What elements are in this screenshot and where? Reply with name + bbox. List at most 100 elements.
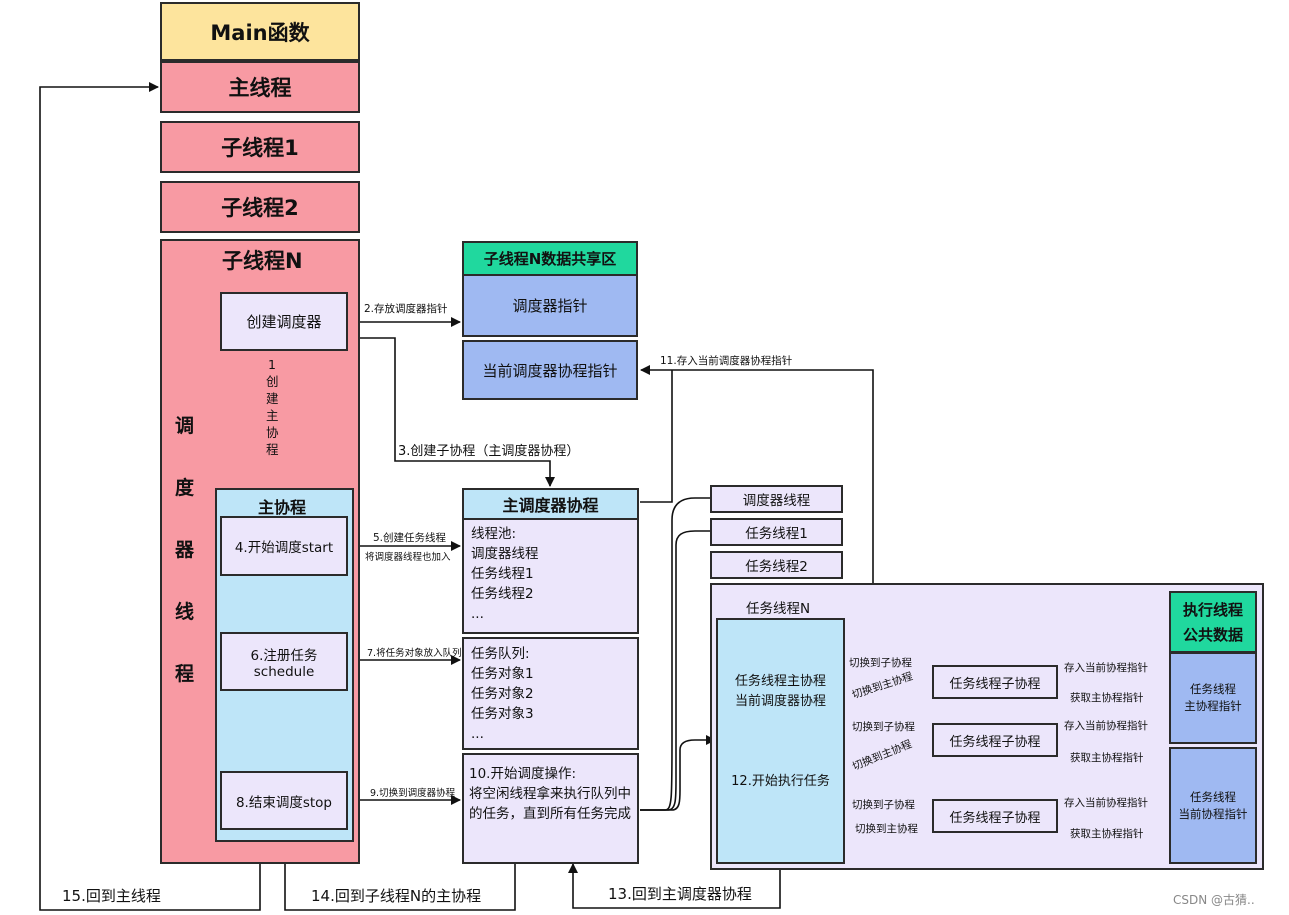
scheduler-thread-vertical-label: 调 度 器 线 程 <box>175 395 194 705</box>
start-label: 4.开始调度start <box>234 540 334 556</box>
schedule-label: 6.注册任务schedule <box>250 647 318 680</box>
vertical-char: 器 <box>175 539 195 561</box>
shared-area-title: 子线程N数据共享区 <box>483 250 617 268</box>
task-thread-n-label: 任务线程N <box>746 601 811 617</box>
task-queue-title: 任务队列: <box>471 646 530 662</box>
schedule-operation-line: 将空闲线程拿来执行队列中 <box>469 786 631 802</box>
scheduler-to-pointer-line <box>640 370 673 503</box>
pool-link-task1 <box>640 530 710 811</box>
task-thread-2-label: 任务线程2 <box>745 559 808 575</box>
stop-box: 8.结束调度stop <box>220 771 348 830</box>
list-item: ... <box>471 726 484 742</box>
schedule-operation-line: 的任务，直到所有任务完成 <box>469 806 631 822</box>
vertical-char: 程 <box>175 663 195 685</box>
get-pointer-label: 获取主协程指针 <box>1070 828 1144 840</box>
thread-pool-box <box>462 518 639 634</box>
task-thread-1-label: 任务线程1 <box>745 526 808 542</box>
current-coroutine-pointer-line: 任务线程 <box>1190 789 1236 804</box>
task-queue-box <box>462 637 639 750</box>
arrow-13-label: 13.回到主调度器协程 <box>608 885 752 903</box>
main-coroutine-title: 主协程 <box>258 498 307 517</box>
main-function-label: Main函数 <box>210 20 310 45</box>
arrow-11-label: 11.存入当前调度器协程指针 <box>660 355 793 367</box>
arrow-15-label: 15.回到主线程 <box>62 887 161 905</box>
main-coroutine-pointer-line: 任务线程 <box>1190 682 1236 696</box>
main-scheduler-title: 主调度器协程 <box>502 496 599 515</box>
child-thread-1-label: 子线程1 <box>221 136 299 160</box>
store-pointer-label: 存入当前协程指针 <box>1064 662 1148 674</box>
vertical-char: 度 <box>175 477 195 499</box>
main-thread-label: 主线程 <box>228 76 292 100</box>
task-sub-coroutine-label: 任务线程子协程 <box>949 734 1041 750</box>
list-item: 任务对象1 <box>471 666 534 682</box>
schedule-box: 6.注册任务schedule <box>220 632 348 691</box>
list-item: 任务线程1 <box>471 566 534 582</box>
arrow-7-label: 7.将任务对象放入队列 <box>367 648 462 659</box>
vertical-char: 协 <box>266 425 279 440</box>
task-thread-1-box: 任务线程1 <box>710 518 843 546</box>
schedule-operation-title: 10.开始调度操作: <box>469 766 577 782</box>
get-pointer-label: 获取主协程指针 <box>1070 692 1144 704</box>
main-coroutine-pointer-box: 任务线程 主协程指针 <box>1169 652 1257 744</box>
list-item: 任务线程2 <box>471 586 534 602</box>
start-box: 4.开始调度start <box>220 516 348 576</box>
list-item: 任务对象2 <box>471 686 534 702</box>
store-pointer-label: 存入当前协程指针 <box>1064 720 1148 732</box>
arrow-15-back-to-main-thread <box>39 82 261 911</box>
arrow-5-sub-label: 将调度器线程也加入 <box>365 552 451 563</box>
create-scheduler-box: 创建调度器 <box>220 292 348 351</box>
thread-pool-title: 线程池: <box>471 526 517 542</box>
task-sub-coroutine-box: 任务线程子协程 <box>932 723 1058 757</box>
scheduler-thread-label: 调度器线程 <box>742 493 811 509</box>
vertical-char: 建 <box>266 391 279 406</box>
current-coroutine-pointer-line: 当前协程指针 <box>1178 806 1248 821</box>
task-thread-2-box: 任务线程2 <box>710 551 843 579</box>
store-pointer-label: 存入当前协程指针 <box>1064 797 1148 809</box>
to-sub-label: 切换到子协程 <box>852 799 915 811</box>
child-thread-2-box: 子线程2 <box>160 181 360 233</box>
task-main-coroutine-line: 当前调度器协程 <box>734 694 826 709</box>
child-thread-2-label: 子线程2 <box>221 196 299 220</box>
arrow-2-label: 2.存放调度器指针 <box>364 303 448 315</box>
arrow-14-label: 14.回到子线程N的主协程 <box>311 887 482 905</box>
create-main-coroutine-vertical-label: 1 创 建 主 协 程 <box>266 356 279 458</box>
arrow-3-label: 3.创建子协程（主调度器协程） <box>398 444 580 459</box>
schedule-operation-box <box>462 753 639 864</box>
arrow-5-label: 5.创建任务线程 <box>373 532 447 544</box>
vertical-char: 线 <box>175 601 195 623</box>
list-item: 任务对象3 <box>471 706 534 722</box>
public-data-title-line: 公共数据 <box>1182 626 1243 644</box>
arrow-9-label: 9.切换到调度器协程 <box>370 788 456 799</box>
list-item: 调度器线程 <box>471 546 539 562</box>
to-sub-label: 切换到子协程 <box>852 721 915 733</box>
task-sub-coroutine-label: 任务线程子协程 <box>949 676 1041 692</box>
stop-label: 8.结束调度stop <box>235 794 333 811</box>
thread-pool-list: 线程池: 调度器线程 任务线程1 任务线程2 ... <box>471 524 539 624</box>
scheduler-pointer-label: 调度器指针 <box>512 297 588 315</box>
pool-link-scheduler-thread <box>640 497 710 811</box>
child-thread-1-box: 子线程1 <box>160 121 360 173</box>
task-main-coroutine-box <box>716 618 845 864</box>
execute-task-label: 12.开始执行任务 <box>731 774 830 789</box>
shared-area-title-box: 子线程N数据共享区 <box>462 241 638 276</box>
child-thread-n-label: 子线程N <box>222 249 303 273</box>
vertical-char: 主 <box>266 408 279 423</box>
vertical-char: 创 <box>266 374 279 389</box>
arrow-3-create-child-coroutine <box>347 337 555 487</box>
main-coroutine-pointer-line: 主协程指针 <box>1184 699 1242 713</box>
to-sub-label: 切换到子协程 <box>849 657 912 669</box>
task-main-coroutine-line: 任务线程主协程 <box>734 674 826 689</box>
current-coroutine-pointer-box-task: 任务线程 当前协程指针 <box>1169 747 1257 864</box>
task-queue-list: 任务队列: 任务对象1 任务对象2 任务对象3 ... <box>471 644 534 744</box>
watermark: CSDN @古猜.. <box>1173 893 1255 907</box>
task-sub-coroutine-box: 任务线程子协程 <box>932 665 1058 699</box>
main-scheduler-title-box: 主调度器协程 <box>462 488 639 520</box>
arrow-14-back-to-main-coroutine <box>280 842 516 911</box>
arrow-13-back-to-scheduler-coroutine <box>568 862 781 909</box>
public-data-title-line: 执行线程 <box>1182 601 1243 619</box>
public-data-title-box: 执行线程 公共数据 <box>1169 591 1257 653</box>
pool-link-taskN <box>640 735 716 811</box>
vertical-char: 调 <box>175 415 195 437</box>
vertical-char: 程 <box>266 442 279 457</box>
current-coroutine-pointer-label: 当前调度器协程指针 <box>482 361 618 380</box>
